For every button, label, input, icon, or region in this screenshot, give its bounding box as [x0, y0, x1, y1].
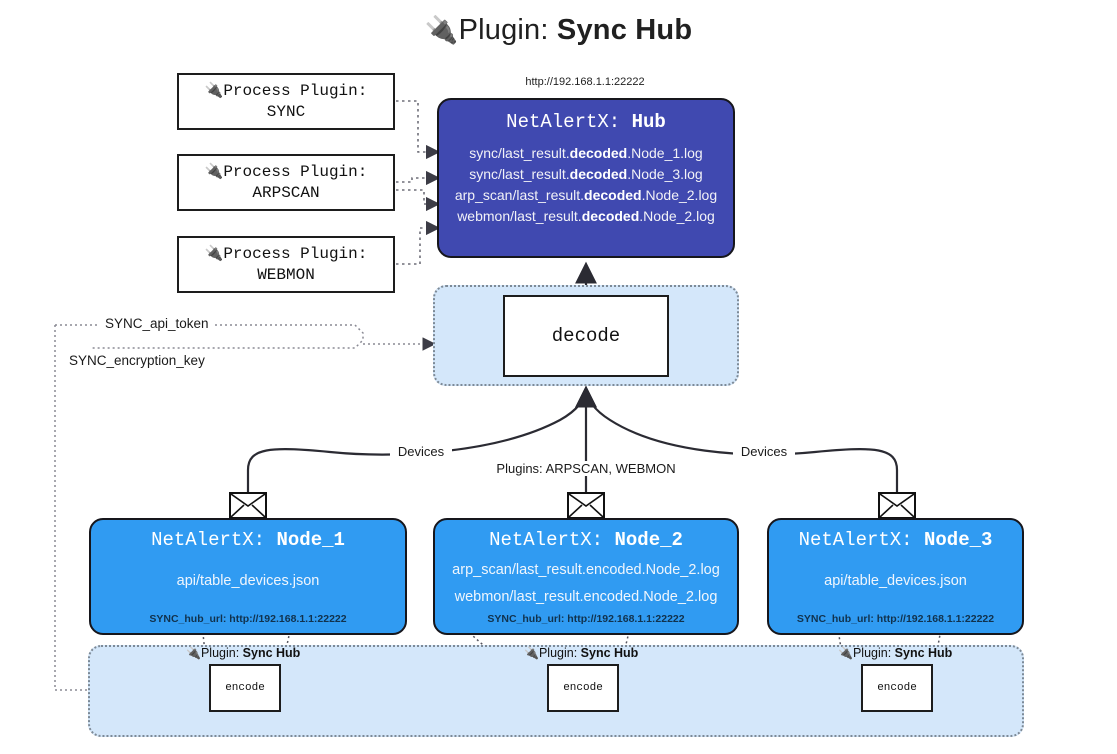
node-title: NetAlertX: Node_1: [151, 529, 345, 551]
process-plugin-name: WEBMON: [257, 265, 315, 284]
encode-box-node3[interactable]: encode: [861, 664, 933, 712]
envelope-icon: [567, 492, 605, 519]
node-line: arp_scan/last_result.encoded.Node_2.log: [452, 562, 720, 578]
node-line: api/table_devices.json: [176, 573, 320, 589]
decode-box[interactable]: decode: [503, 295, 669, 377]
plug-icon: 🔌: [204, 164, 224, 182]
hub-log-line: sync/last_result.decoded.Node_1.log: [469, 145, 703, 161]
node-hub-url: SYNC_hub_url: http://192.168.1.1:22222: [149, 613, 347, 625]
node-box-node1[interactable]: NetAlertX: Node_1 api/table_devices.json…: [89, 518, 407, 635]
process-plugin-webmon[interactable]: 🔌Process Plugin: WEBMON: [177, 236, 395, 293]
node-title: NetAlertX: Node_3: [798, 529, 993, 551]
envelope-icon: [229, 492, 267, 519]
node-hub-url: SYNC_hub_url: http://192.168.1.1:22222: [796, 613, 995, 625]
plug-icon: 🔌: [186, 646, 201, 660]
encoder-plugin-label: 🔌Plugin: Sync Hub: [838, 646, 953, 660]
node-line: api/table_devices.json: [824, 573, 967, 589]
process-plugin-name: ARPSCAN: [252, 183, 320, 202]
plug-icon: 🔌: [838, 646, 853, 660]
hub-title-prefix: NetAlertX:: [506, 111, 621, 133]
node-box-node2[interactable]: NetAlertX: Node_2 arp_scan/last_result.e…: [433, 518, 739, 635]
edge-label-devices-right: Devices: [733, 444, 795, 459]
hub-title-name: Hub: [631, 111, 666, 133]
page-title-prefix: Plugin:: [458, 14, 549, 46]
plug-icon: 🔌: [204, 83, 224, 101]
hub-log-line: sync/last_result.decoded.Node_3.log: [469, 166, 703, 182]
hub-log-line: webmon/last_result.decoded.Node_2.log: [457, 208, 715, 224]
encode-box-node1[interactable]: encode: [209, 664, 281, 712]
process-plugin-name: SYNC: [266, 102, 306, 121]
plug-icon: 🔌: [524, 646, 539, 660]
process-plugin-label: Process Plugin:: [223, 163, 368, 182]
page-title-name: Sync Hub: [556, 14, 693, 46]
process-plugin-label: Process Plugin:: [223, 82, 368, 101]
hub-title: NetAlertX: Hub: [506, 111, 666, 133]
edge-label-devices-left: Devices: [390, 444, 452, 459]
edge-label-plugins-center: Plugins: ARPSCAN, WEBMON: [466, 461, 706, 476]
encoder-plugin-label: 🔌Plugin: Sync Hub: [524, 646, 639, 660]
hub-node[interactable]: NetAlertX: Hub sync/last_result.decoded.…: [437, 98, 735, 258]
process-plugin-sync[interactable]: 🔌Process Plugin: SYNC: [177, 73, 395, 130]
sync-api-token-label: SYNC_api_token: [100, 316, 214, 331]
envelope-icon: [878, 492, 916, 519]
node-line: webmon/last_result.encoded.Node_2.log: [454, 589, 718, 605]
hub-log-line: arp_scan/last_result.decoded.Node_2.log: [454, 187, 718, 203]
page-title: 🔌Plugin: Sync Hub: [0, 14, 1117, 47]
plug-icon: 🔌: [424, 15, 459, 45]
process-plugin-label: Process Plugin:: [223, 245, 368, 264]
node-box-node3[interactable]: NetAlertX: Node_3 api/table_devices.json…: [767, 518, 1024, 635]
process-plugin-arpscan[interactable]: 🔌Process Plugin: ARPSCAN: [177, 154, 395, 211]
encoder-plugin-label: 🔌Plugin: Sync Hub: [186, 646, 301, 660]
plug-icon: 🔌: [204, 246, 224, 264]
sync-encryption-key-label: SYNC_encryption_key: [64, 353, 210, 368]
encode-box-node2[interactable]: encode: [547, 664, 619, 712]
hub-url-label: http://192.168.1.1:22222: [525, 76, 645, 88]
node-hub-url: SYNC_hub_url: http://192.168.1.1:22222: [487, 613, 685, 625]
node-title: NetAlertX: Node_2: [489, 529, 683, 551]
